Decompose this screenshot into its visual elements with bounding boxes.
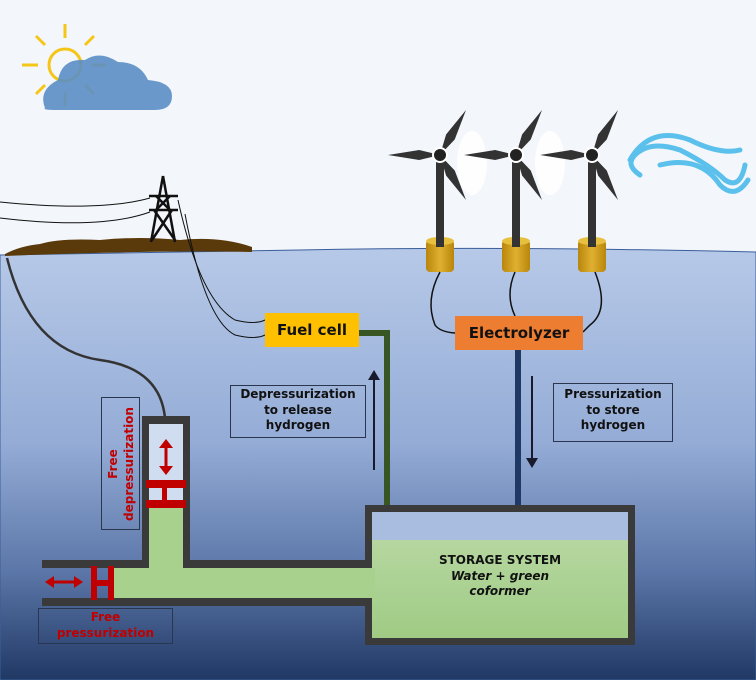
turbine-float <box>502 240 530 272</box>
wind-turbine-icon <box>540 110 618 272</box>
fuel-cell-label: Fuel cell <box>276 321 348 339</box>
land <box>5 238 252 256</box>
turbine-float <box>426 240 454 272</box>
wind-turbine-icon <box>388 110 466 272</box>
depressurization-note: Depressurization to release hydrogen <box>230 385 366 438</box>
note-line: depressurization <box>121 406 136 521</box>
free-pressurization-note: Free pressurization <box>38 608 173 644</box>
electrolyzer-label: Electrolyzer <box>468 324 570 342</box>
note-line: Pressurization <box>564 387 662 401</box>
sky <box>0 0 756 260</box>
note-line: Depressurization <box>240 387 356 401</box>
valve-icon <box>146 480 186 508</box>
wind-turbine-icon <box>464 110 542 272</box>
note-line: Free <box>90 610 121 624</box>
fuel-cell-pipe <box>359 330 390 515</box>
horizontal-pipe <box>42 560 375 606</box>
down-arrow-icon <box>526 376 538 468</box>
note-line: hydrogen <box>580 418 646 433</box>
note-line: Free <box>105 448 120 479</box>
electrolyzer-box: Electrolyzer <box>455 316 583 350</box>
fuel-cell-box: Fuel cell <box>265 313 359 347</box>
wind-gust-icon <box>627 133 751 194</box>
storage-title: STORAGE SYSTEM <box>438 553 562 567</box>
free-depressurization-note: Free depressurization <box>101 397 140 530</box>
note-line: hydrogen <box>265 418 331 433</box>
note-line: to release <box>264 402 332 417</box>
note-line: pressurization <box>56 626 155 641</box>
turbine-float <box>578 240 606 272</box>
wind-turbine-icon <box>457 131 565 195</box>
double-arrow-icon <box>159 439 173 475</box>
storage-label: STORAGE SYSTEM Water + green coformer <box>372 553 628 600</box>
cable <box>5 257 167 419</box>
up-arrow-icon <box>368 370 380 470</box>
storage-tank <box>365 505 635 645</box>
storage-contents: coformer <box>469 584 531 599</box>
cloud-icon <box>43 55 173 110</box>
storage-contents: Water + green <box>450 568 550 583</box>
valve-icon <box>91 566 114 600</box>
power-lines <box>0 197 266 338</box>
note-line: to store <box>586 402 640 417</box>
double-arrow-icon <box>45 576 83 588</box>
pressurization-note: Pressurization to store hydrogen <box>553 383 673 442</box>
turbine-cables <box>430 271 603 334</box>
power-pylon-icon <box>149 175 178 243</box>
